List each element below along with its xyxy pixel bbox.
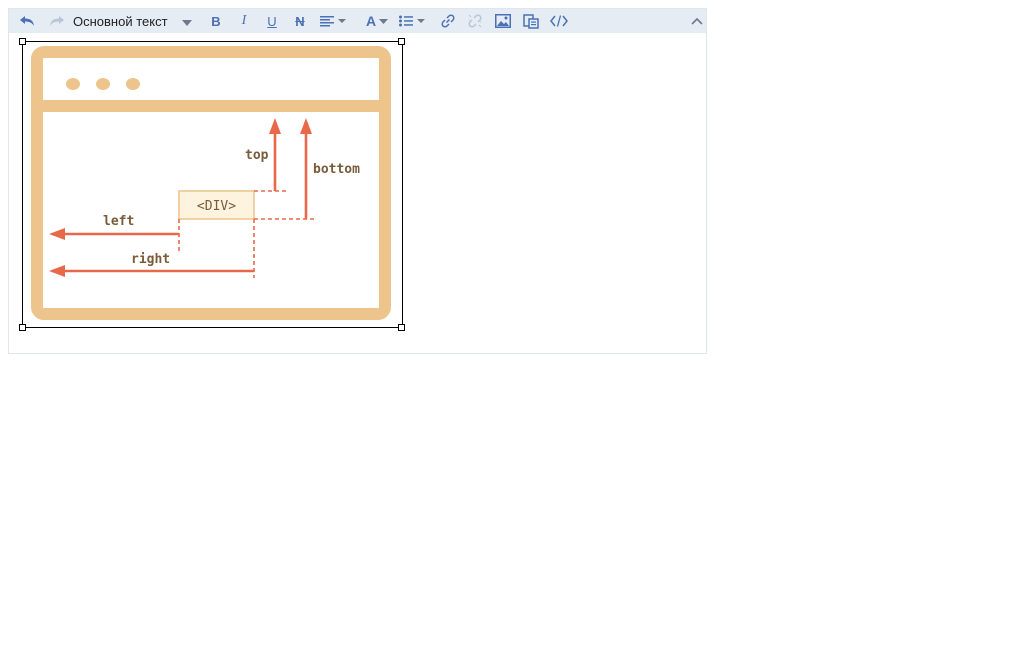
top-label: top [245,148,269,163]
strikethrough-button[interactable]: N [291,9,309,33]
insert-image-button[interactable] [493,9,513,33]
chevron-down-icon [379,18,389,24]
left-arrowhead [49,228,65,240]
resize-handle-bottom-left[interactable] [19,324,26,331]
window-dot-2 [96,78,110,90]
rich-text-editor: Основной текст B I U N [8,8,707,354]
unlink-icon [468,14,482,28]
selected-image[interactable]: <DIV> [22,41,403,328]
underline-icon: U [267,13,277,29]
resize-handle-top-right[interactable] [398,38,405,45]
list-dropdown[interactable] [398,9,428,33]
chevron-down-icon [181,14,192,29]
bottom-label: bottom [313,162,360,177]
window-dot-1 [66,78,80,90]
image-icon [495,14,511,28]
align-left-icon [320,15,348,27]
editor-content[interactable]: <DIV> [9,33,706,353]
bottom-arrowhead [300,118,312,134]
top-arrowhead [269,118,281,134]
positioning-diagram: <DIV> [31,46,391,320]
underline-button[interactable]: U [263,9,281,33]
resize-handle-bottom-right[interactable] [398,324,405,331]
right-arrowhead [49,265,65,277]
collapse-toolbar-button[interactable] [689,9,705,33]
paragraph-style-select[interactable]: Основной текст [73,9,192,33]
div-label: <DIV> [197,199,236,214]
align-dropdown[interactable] [319,9,349,33]
font-color-dropdown[interactable]: A [362,9,392,33]
italic-icon: I [241,13,247,28]
right-label: right [131,252,170,267]
browser-header-divider [43,100,379,112]
paste-button[interactable] [521,9,541,33]
redo-button[interactable] [45,9,67,33]
font-color-icon: A [365,13,377,29]
div-box [178,190,255,220]
code-icon [550,15,568,27]
undo-icon [19,14,37,28]
bold-button[interactable]: B [207,9,225,33]
resize-handle-top-left[interactable] [19,38,26,45]
editor-toolbar: Основной текст B I U N [9,9,706,33]
window-dot-3 [126,78,140,90]
italic-button[interactable]: I [235,9,253,33]
list-icon [399,15,427,27]
chevron-up-icon [691,17,703,25]
strikethrough-icon: N [295,13,305,29]
redo-icon [47,14,65,28]
paste-icon [523,13,539,29]
insert-link-button[interactable] [438,9,458,33]
remove-link-button[interactable] [465,9,485,33]
paragraph-style-label: Основной текст [73,13,168,29]
source-code-button[interactable] [549,9,569,33]
bold-icon: B [211,13,221,29]
undo-button[interactable] [17,9,39,33]
browser-window-frame [31,46,391,320]
link-icon [441,14,455,28]
left-label: left [103,214,134,229]
